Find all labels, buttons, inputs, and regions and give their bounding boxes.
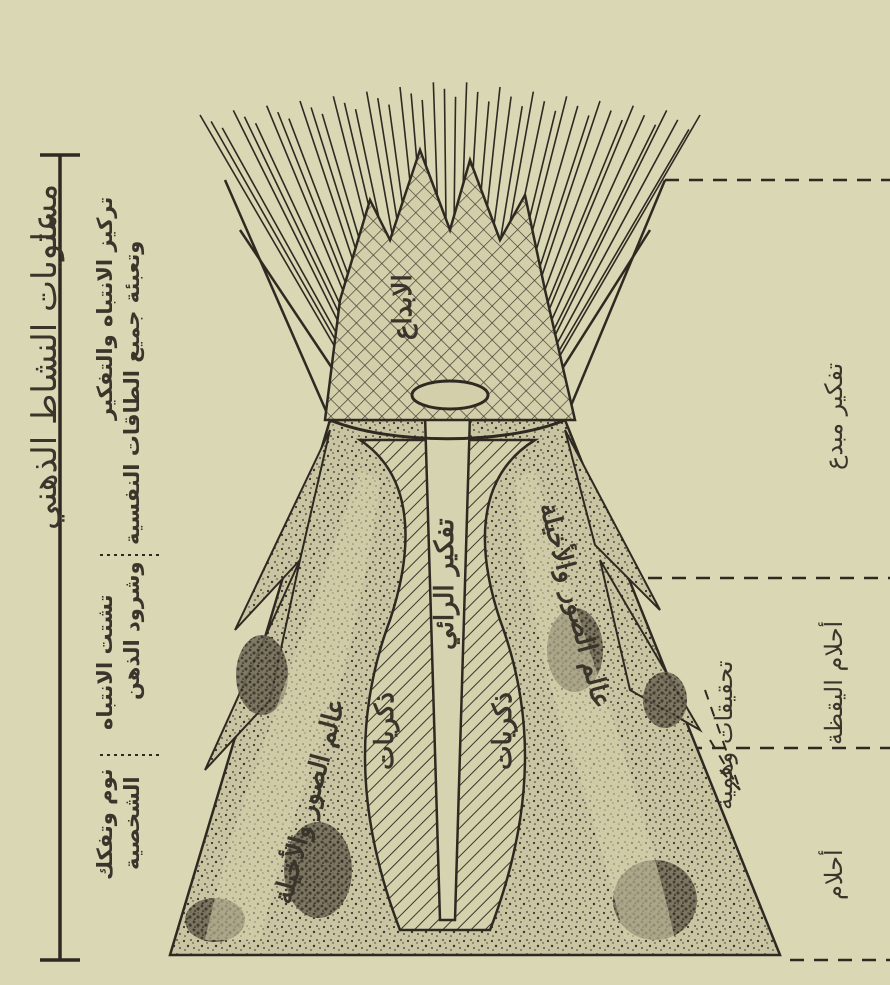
scale-level-high: علو [28, 211, 62, 260]
creativity-eye [412, 381, 488, 409]
memories-right-label: ذكريات [490, 692, 516, 770]
level-mid-desc-1: تشتت الانتباه [95, 594, 116, 730]
memories-left-label: ذكريات [372, 692, 398, 770]
ray-edge-line [555, 230, 650, 380]
creativity-label: الابداع [390, 274, 416, 340]
reflective-thought-label: تفكير الرائي [432, 518, 458, 650]
dreams-label: أحلام [822, 849, 846, 900]
level-low-desc-1: نوم وتفكك [95, 768, 116, 880]
level-high-desc-1: تركيز الانتباه والتفكير [95, 197, 116, 420]
daydreams-label: أحلام اليقظة [822, 621, 846, 745]
level-mid-desc-2: وشرود الذهن [122, 561, 143, 700]
level-high-desc-2: وتعبئة جميع الطاقات النفسية [122, 241, 143, 545]
level-low-desc-2: الشخصية [122, 776, 143, 870]
ray-edge-line [240, 230, 340, 380]
ray-edge-line [225, 180, 330, 420]
creative-thinking-label: تفكير مبدع [822, 363, 846, 470]
wish-fulfillment-label: تحقيقات وهمية [712, 661, 736, 810]
